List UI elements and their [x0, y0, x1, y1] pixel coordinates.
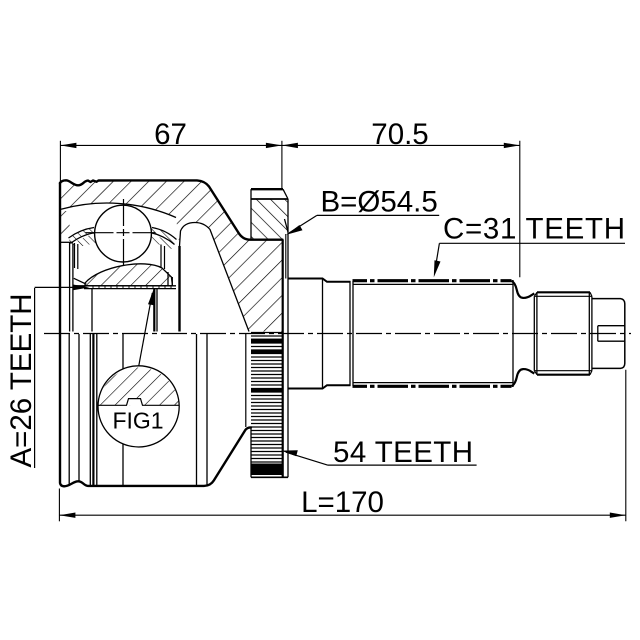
svg-text:L=170: L=170	[301, 486, 384, 519]
svg-text:67: 67	[154, 118, 187, 151]
svg-text:54 TEETH: 54 TEETH	[333, 436, 473, 469]
svg-text:70.5: 70.5	[371, 118, 428, 151]
svg-text:B=Ø54.5: B=Ø54.5	[321, 186, 438, 219]
svg-text:FIG1: FIG1	[112, 408, 163, 434]
svg-text:A=26 TEETH: A=26 TEETH	[5, 293, 38, 467]
svg-text:C=31 TEETH: C=31 TEETH	[443, 213, 625, 246]
